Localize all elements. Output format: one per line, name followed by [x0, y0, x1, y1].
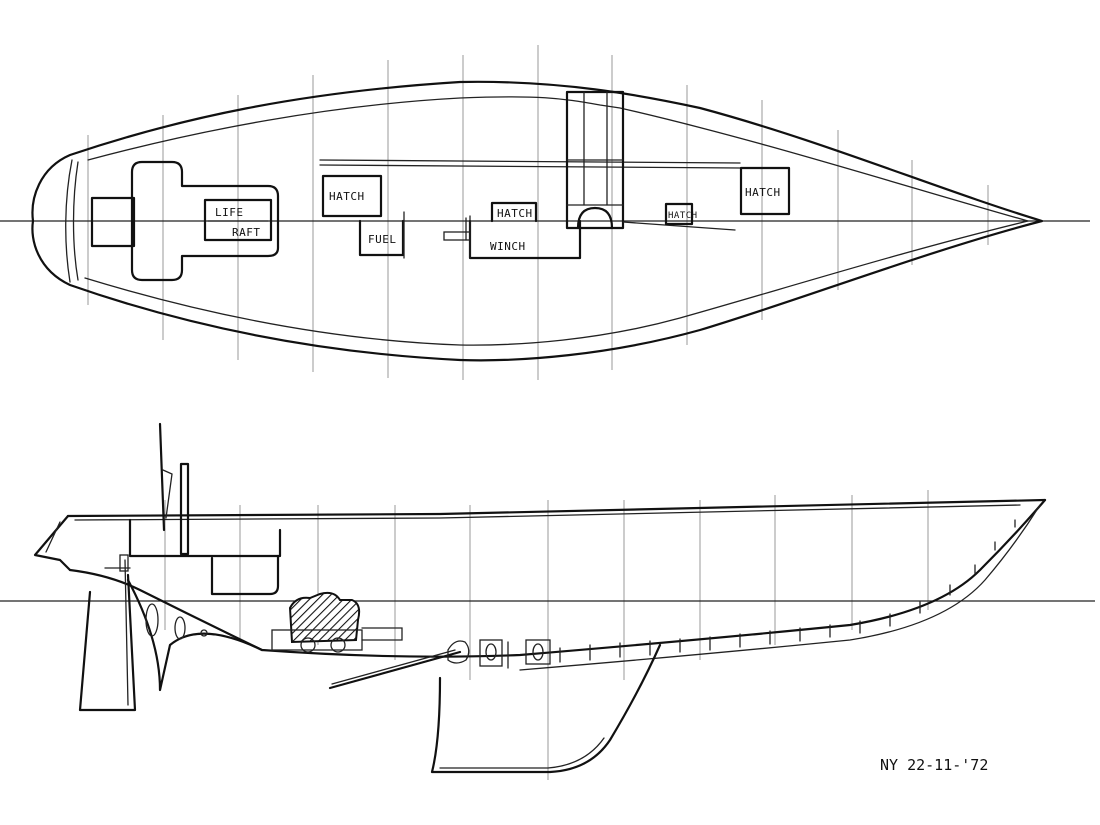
- designer-signature: NY 22-11-'72: [880, 756, 988, 774]
- aft-hatch: [321, 174, 383, 218]
- tank-1: [479, 639, 503, 667]
- cockpit: [130, 160, 280, 282]
- propeller-shaft: [328, 650, 462, 690]
- hull-frames: [559, 519, 1016, 663]
- fuel-label: FUEL: [368, 233, 397, 246]
- cockpit-well: [128, 518, 282, 558]
- life-raft-label-1: LIFE: [215, 206, 244, 219]
- stern-pulpit: [158, 422, 166, 532]
- sheer-line: [66, 498, 1047, 518]
- helm-seat: [90, 196, 136, 248]
- life-raft-box: [203, 198, 273, 242]
- skeg: [126, 578, 264, 692]
- small-hatch: [664, 202, 694, 226]
- tank-2: [525, 639, 551, 665]
- deck-plan-view: LIFE RAFT HATCH FUEL WINCH HATCH HATCH: [0, 45, 1090, 380]
- small-hatch-label: HATCH: [668, 211, 698, 221]
- fuel-filler: [358, 219, 405, 257]
- transom: [33, 514, 72, 572]
- fore-hatch: [739, 166, 791, 216]
- hull-profile-view: [0, 422, 1095, 780]
- backstay-post: [179, 462, 190, 556]
- keel: [430, 643, 662, 774]
- engine: [288, 591, 361, 644]
- mast-step: [576, 206, 614, 230]
- rudder: [78, 573, 137, 712]
- deck-track: [319, 159, 741, 164]
- fore-hatch-label: HATCH: [745, 186, 781, 199]
- mid-hatch-label: HATCH: [497, 207, 533, 220]
- life-raft-label-2: RAFT: [232, 226, 261, 239]
- skeg-lightening-hole-2: [174, 616, 186, 640]
- deck-edge-line: [84, 96, 1031, 346]
- cockpit-seat: [210, 554, 280, 596]
- winch-label: WINCH: [490, 240, 526, 253]
- hull-plan-outline: [31, 80, 1044, 362]
- propeller: [447, 640, 470, 664]
- hull-bottom: [68, 498, 1047, 658]
- mid-hatch: [490, 201, 538, 223]
- aft-hatch-label: HATCH: [329, 190, 365, 203]
- skeg-lightening-hole-1: [145, 603, 159, 637]
